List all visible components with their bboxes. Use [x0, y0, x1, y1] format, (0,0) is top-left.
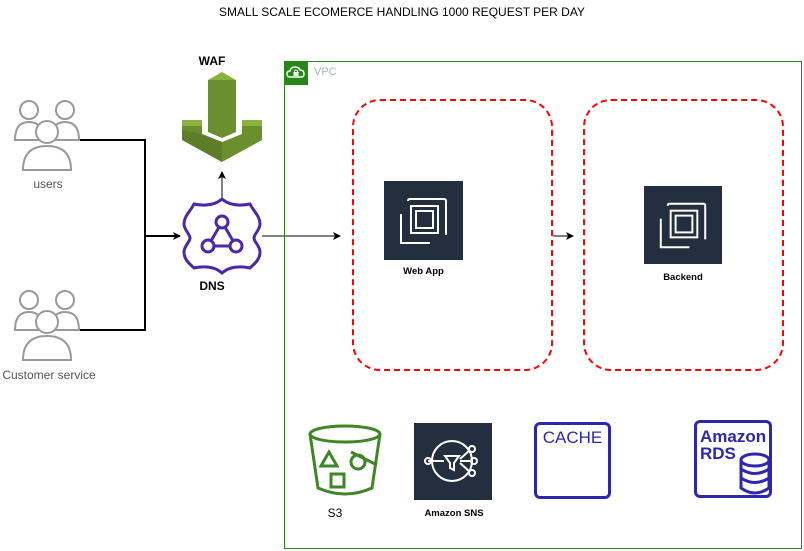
customer-service-icon [13, 290, 81, 361]
users-label: users [33, 177, 63, 191]
cache-icon [534, 422, 611, 499]
cache-label: CACHE [542, 428, 603, 447]
backend-zone [583, 99, 784, 371]
vpc-label: VPC [314, 66, 337, 78]
sns-icon [414, 423, 492, 500]
webapp-label: Web App [403, 266, 444, 277]
rds-icon [694, 420, 772, 498]
rds-label-line2: RDS [700, 444, 736, 463]
edge-customer-service-dns [66, 236, 146, 331]
backend-label: Backend [663, 272, 703, 283]
dns-label: DNS [199, 279, 225, 293]
webapp-ec2-icon [384, 181, 463, 260]
waf-label: WAF [198, 54, 226, 68]
webapp-zone [352, 99, 553, 371]
waf-icon [182, 72, 262, 162]
diagram-title: SMALL SCALE ECOMERCE HANDLING 1000 REQUE… [219, 5, 585, 19]
backend-ec2-icon [644, 186, 722, 264]
vpc-badge [284, 61, 308, 85]
cloud-lock-icon [286, 66, 305, 78]
edge-users-dns [66, 139, 181, 240]
sns-label: Amazon SNS [424, 508, 484, 519]
database-cylinder-icon [739, 452, 771, 495]
s3-label: S3 [327, 506, 343, 520]
rds-label-line1: Amazon [700, 427, 767, 446]
dns-icon [182, 197, 262, 275]
rds-text-block: Amazon RDS [700, 428, 772, 462]
s3-bucket-icon [308, 424, 382, 496]
users-icon [13, 100, 81, 171]
vpc-group [284, 61, 802, 549]
customer-service-label: Customer service [2, 368, 96, 382]
